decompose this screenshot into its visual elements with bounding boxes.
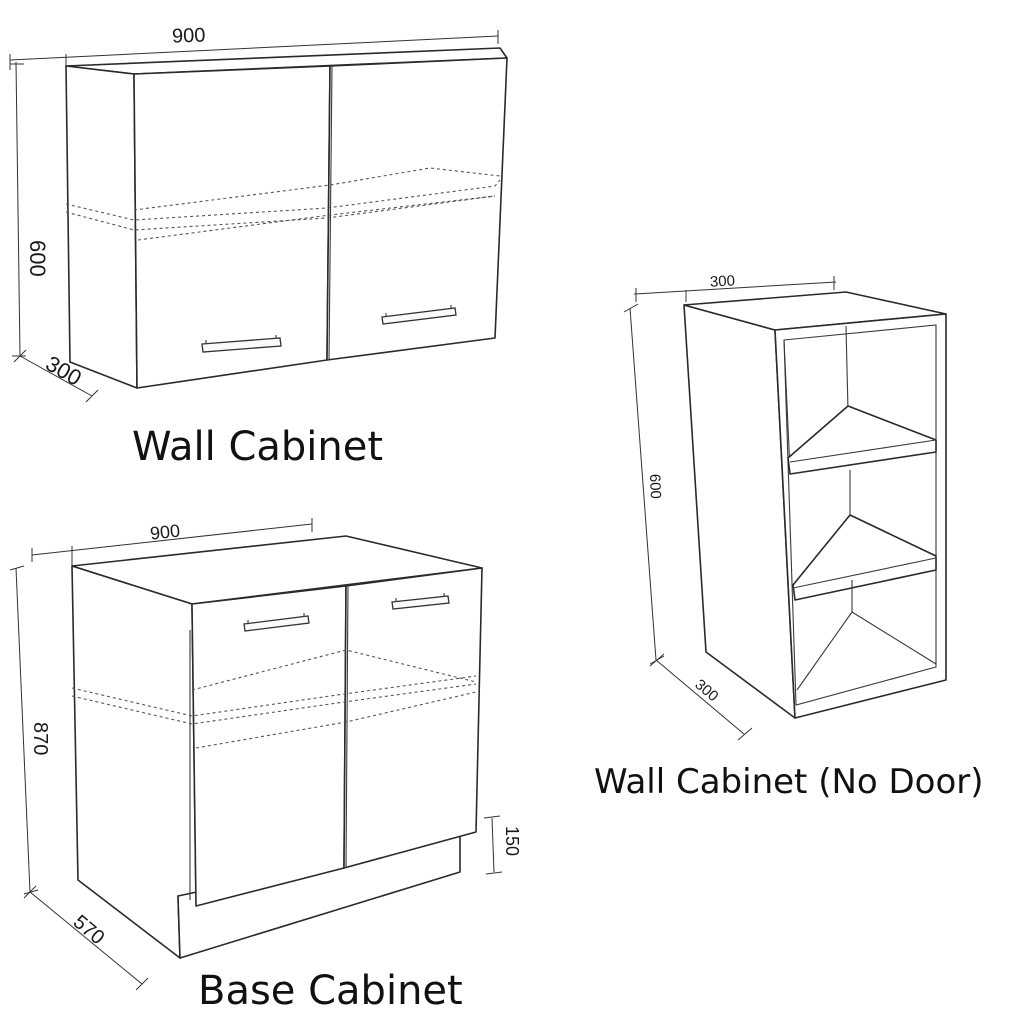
open-cabinet-depth-label: 300	[691, 676, 721, 705]
base-cabinet-plinth-label: 150	[502, 826, 522, 856]
wall-cabinet-height-label: 600	[25, 240, 50, 277]
base-cabinet-width-label: 900	[149, 521, 181, 544]
open-cabinet-width-label: 300	[710, 272, 736, 290]
base-cabinet-caption: Base Cabinet	[198, 968, 463, 1014]
base-cabinet-door-right	[343, 567, 483, 869]
wall-cabinet-caption: Wall Cabinet	[132, 424, 384, 470]
open-wall-cabinet-caption: Wall Cabinet (No Door)	[594, 762, 984, 802]
open-cabinet-shelf-2	[792, 514, 937, 601]
wall-cabinet-side	[65, 65, 138, 389]
base-cabinet-right-handle	[391, 595, 450, 610]
base-cabinet-left-handle	[243, 615, 310, 632]
wall-cabinet-door-right	[326, 57, 508, 361]
base-cabinet-height-label: 870	[29, 722, 51, 755]
wall-cabinet-left-handle	[201, 337, 282, 353]
wall-cabinet-right-handle	[381, 307, 457, 325]
open-cabinet-height-label: 600	[646, 474, 664, 500]
wall-cabinet-width-label: 900	[172, 24, 206, 47]
wall-cabinet-door-left	[133, 65, 331, 389]
base-cabinet-door-left	[191, 585, 347, 907]
wall-cabinet-drawing: 900 600 300	[9, 24, 508, 403]
open-wall-cabinet-drawing: 300 600 300	[623, 272, 947, 741]
base-cabinet-drawing: 900 870 570 150	[9, 518, 522, 991]
base-cabinet-depth-label: 570	[69, 911, 109, 949]
